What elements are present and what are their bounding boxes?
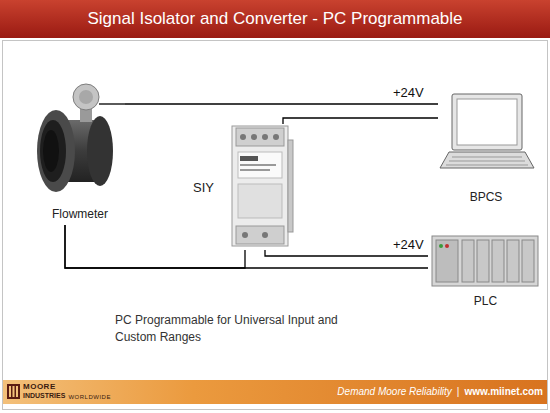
footer-text: MOORE (23, 383, 56, 391)
voltage-label: +24V (392, 86, 425, 100)
device-label: PLC (474, 294, 497, 309)
caption-text: PC Programmable for Universal Input and … (115, 312, 350, 346)
footer-text: INDUSTRIES (23, 392, 65, 400)
siy-module-illustration (232, 126, 293, 246)
title-bar (0, 0, 550, 38)
plc-illustration (432, 236, 538, 286)
signal-wire (65, 225, 245, 268)
flowmeter-illustration (37, 84, 125, 192)
logo-icon (7, 384, 20, 399)
footer-bar (3, 380, 547, 404)
signal-wire (65, 225, 428, 268)
laptop-illustration (440, 94, 534, 168)
device-node: Flowmeter (35, 85, 125, 225)
device-label: Flowmeter (52, 207, 108, 222)
signal-wire (283, 118, 438, 124)
wire-line (125, 103, 438, 104)
wire-line (65, 225, 245, 268)
footer-text: WORLDWIDE (68, 394, 111, 401)
device-node: BPCS (438, 90, 534, 208)
wire-line (65, 225, 428, 268)
signal-wire (125, 104, 438, 105)
device-node: SIY (190, 124, 292, 250)
device-label: BPCS (470, 190, 503, 205)
device-label: SIY (193, 180, 214, 195)
wire-line (283, 118, 438, 124)
voltage-label: +24V (392, 238, 425, 252)
footer-text: | (457, 386, 460, 398)
page-frame (3, 41, 548, 410)
device-node: PLC (428, 228, 543, 312)
footer-text: Demand Moore Reliability (337, 386, 452, 398)
footer-text: www.miinet.com (464, 386, 543, 398)
slide-title: Signal Isolator and Converter - PC Progr… (0, 0, 550, 38)
